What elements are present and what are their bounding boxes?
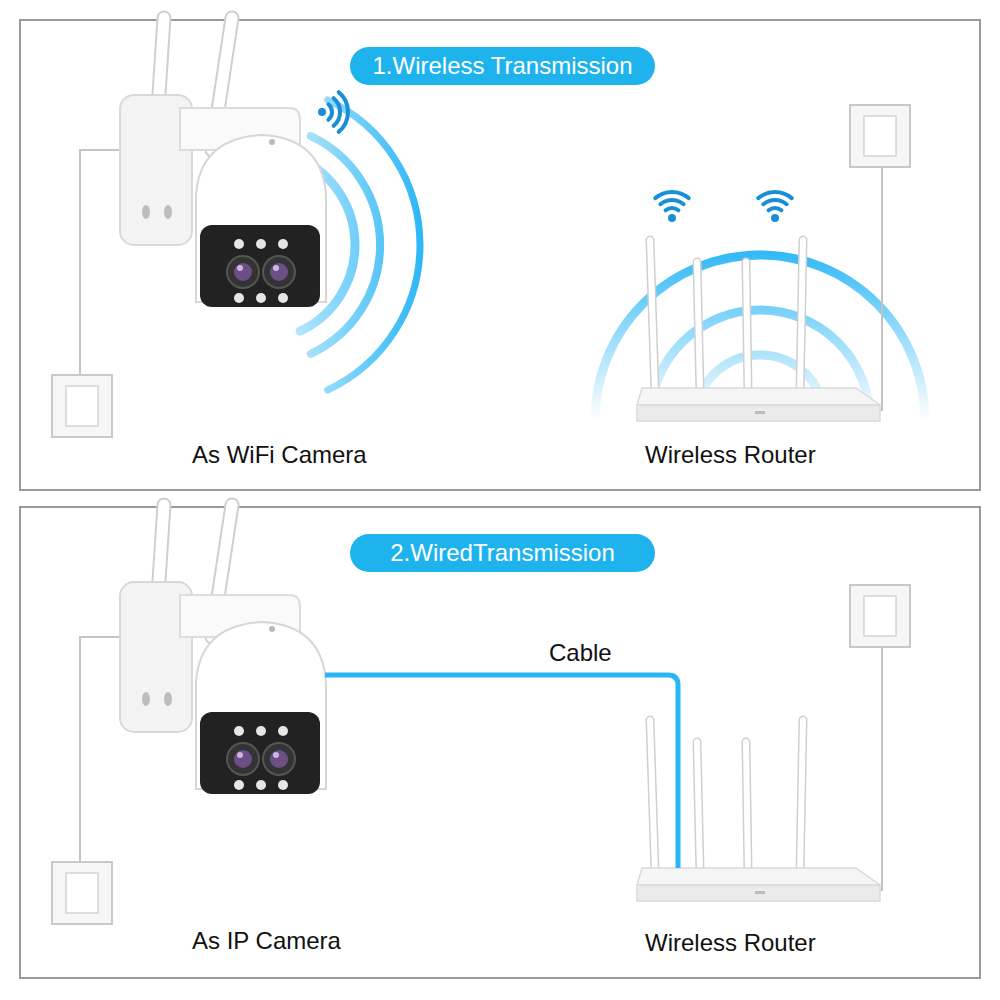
wifi-icon-part bbox=[334, 98, 340, 126]
title-pill: 2.WiredTransmission bbox=[350, 534, 655, 572]
device-label: As WiFi Camera bbox=[192, 441, 367, 469]
wifi-icon-part bbox=[769, 208, 782, 210]
wifi-icon bbox=[655, 192, 688, 222]
wifi-icon-part bbox=[660, 200, 683, 204]
wifi-icon-part bbox=[328, 104, 332, 119]
wifi-icon-part bbox=[763, 200, 786, 204]
router-illustration bbox=[637, 105, 910, 421]
wifi-icon-part bbox=[668, 214, 676, 222]
pill-label: 1.Wireless Transmission bbox=[372, 54, 632, 78]
title-pill: 1.Wireless Transmission bbox=[350, 47, 655, 85]
camera-node: As WiFi Camera bbox=[120, 15, 325, 310]
router-node: Wireless Router bbox=[630, 388, 880, 423]
wifi-icon-part bbox=[318, 108, 326, 116]
camera-waves-part bbox=[328, 100, 420, 390]
wifi-icon bbox=[318, 92, 348, 132]
device-label: As IP Camera bbox=[192, 927, 341, 955]
camera-node: As IP Camera bbox=[120, 502, 325, 797]
device-label: Wireless Router bbox=[645, 929, 816, 957]
wifi-icon bbox=[758, 192, 791, 222]
device-label: Wireless Router bbox=[645, 441, 816, 469]
router-node: Wireless Router bbox=[630, 868, 880, 903]
wifi-icon-part bbox=[666, 208, 679, 210]
wifi-icon-part bbox=[339, 92, 348, 132]
pill-label: 2.WiredTransmission bbox=[390, 541, 615, 565]
wifi-icon-part bbox=[758, 192, 791, 198]
camera-illustration bbox=[52, 505, 326, 924]
wifi-icon-part bbox=[771, 214, 779, 222]
connector-label: Cable bbox=[546, 639, 615, 667]
wifi-icon-part bbox=[655, 192, 688, 198]
cable-connector bbox=[325, 675, 678, 868]
camera-illustration bbox=[52, 18, 326, 437]
